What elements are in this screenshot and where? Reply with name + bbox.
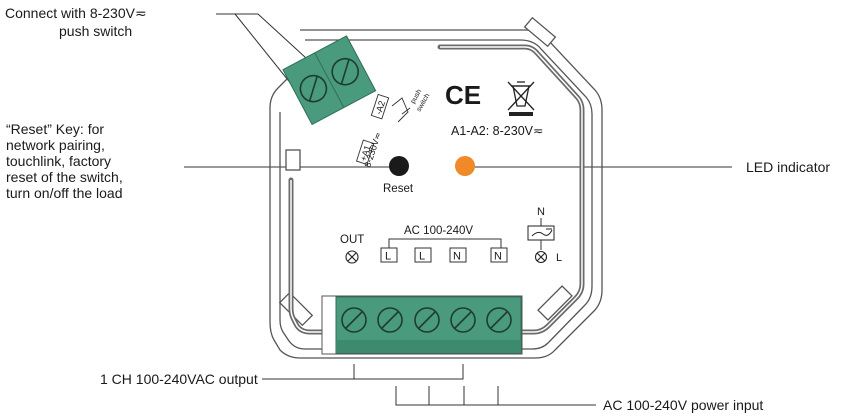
screw-icon [414,307,440,333]
screw-icon [450,307,476,333]
output-terminal-block [321,295,523,355]
ac-bracket [388,238,502,248]
reset-key[interactable] [389,156,409,176]
ce-mark-icon: CE [445,80,481,110]
connect-label-line2: push switch [59,23,133,39]
load-n-label: N [537,206,545,218]
led-indicator-label: LED indicator [746,159,831,175]
output-bracket [353,364,464,380]
out-label: OUT [340,234,364,246]
reset-desc-line: network pairing, [6,137,105,153]
push-switch-icon [391,97,411,123]
switch-terminal-block [282,35,377,126]
lamp-cross-icon [534,250,548,264]
screw-icon [341,307,367,333]
device-body [269,16,603,359]
terminal-a2-label: -A2 [373,100,387,116]
weee-bin-icon [507,81,535,116]
ac-terminal-n2: N [494,251,502,263]
output-label: 1 CH 100-240VAC output [100,371,258,387]
screw-icon [377,307,403,333]
reset-desc-line: touchlink, factory [6,153,112,169]
dimmer-load-icon [527,225,555,241]
reset-desc-line: turn on/off the load [6,185,123,201]
terminal-a1-label: +A1 [358,144,373,163]
ac-terminal-n1: N [453,251,461,263]
connect-label-line1: Connect with 8-230V≂ [5,5,147,21]
power-bracket [395,386,596,406]
load-l-label: L [556,252,562,264]
reset-description: “Reset” Key: for network pairing, touchl… [6,121,123,201]
a1a2-spec: A1-A2: 8-230V≂ [451,124,543,138]
switch-terminal-labels: +A1 -A2 [355,93,390,166]
ac-terminal-l1: L [385,251,391,263]
groove-inner [290,46,583,333]
led-indicator [455,156,475,176]
power-input-label: AC 100-240V power input [603,397,764,413]
screw-icon [299,74,328,103]
reset-desc-line: reset of the switch, [6,169,123,185]
reset-desc-line: “Reset” Key: for [6,121,105,137]
ac-terminal-boxes [380,247,508,263]
reset-label: Reset [383,183,414,195]
ac-terminal-l2: L [419,251,425,263]
screw-icon [331,57,359,86]
lamp-cross-icon [345,250,359,264]
screw-icon [486,307,512,333]
ac-input-label: AC 100-240V [404,225,473,237]
